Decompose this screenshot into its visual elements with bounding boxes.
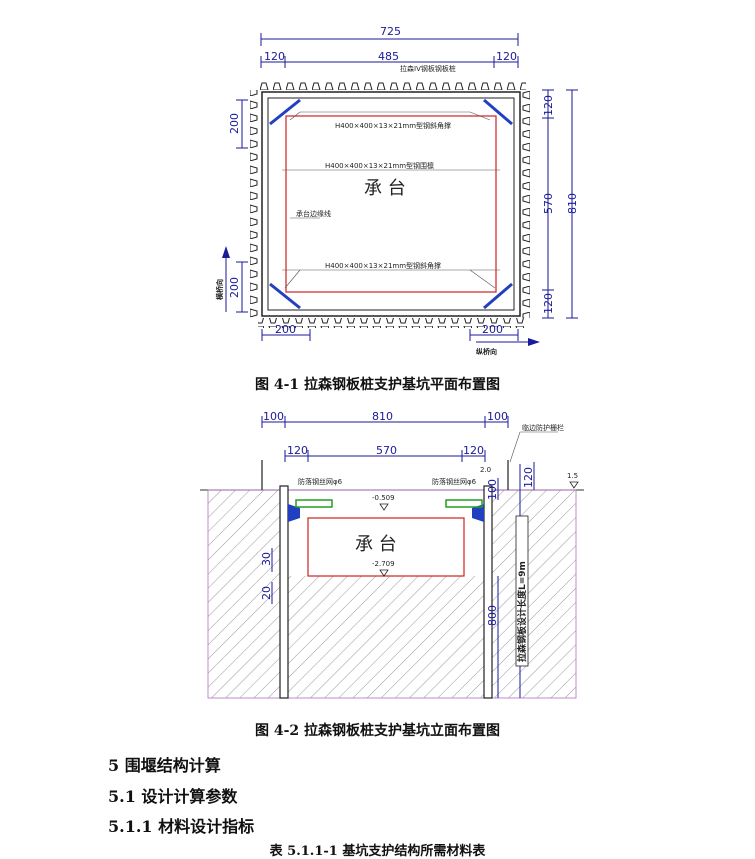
dim-570-right: 570 [542,193,555,214]
elev-dim-100-right: 100 [487,410,508,423]
cap-label-plan: 承 台 [364,178,406,199]
elev-dim-120-right: 120 [463,444,484,457]
pile-teeth-top [258,80,526,90]
pile-teeth-left [250,90,260,318]
pile-teeth-bottom [258,318,526,328]
dim-120-left: 120 [264,50,285,63]
brace-bottom-label: H400×400×13×21mm型钢斜角撑 [325,261,441,270]
pile-teeth-right [520,90,530,318]
elev-dim-800: 800 [486,605,499,626]
elev-dim-120-vert: 120 [522,467,535,488]
net-left-label: 防落钢丝网φ6 [298,477,343,486]
elev-dim-570: 570 [376,444,397,457]
elev-dims-row-2 [284,450,486,462]
elev-dims-row-1 [261,416,509,428]
axis-x-label: 纵桥向 [476,347,497,356]
cap-label-elev: 承 台 [355,534,397,555]
safety-nets [295,499,483,508]
elev-dim-810: 810 [372,410,393,423]
walers [288,504,484,522]
rail-label: 临边防护栅栏 [522,423,564,432]
cap-outline [307,517,465,577]
corner-braces [269,98,513,310]
elev-dim-30: 30 [260,552,273,566]
elev-dim-120-left: 120 [287,444,308,457]
waling [267,97,515,311]
dim-725 [260,33,519,46]
dim-120-right-bottom: 120 [542,293,555,314]
dim-485: 485 [378,50,399,63]
leader-lines [282,111,500,289]
sheet-piles [261,460,509,699]
dim-row-2 [260,56,519,68]
brace-top-label: H400×400×13×21mm型钢斜角撑 [335,121,451,130]
soil [200,489,584,699]
plan-figure: 725 120 485 120 拉森IV钢板钢板桩 H400×400×13×21… [215,25,579,356]
axis-arrows [222,246,540,346]
elev-dim-100-left: 100 [263,410,284,423]
elevation-figure: 100 810 100 120 570 120 临边防护栅栏 防落钢丝网φ6 [200,410,584,699]
table-title: 表 5.1.1-1 基坑支护结构所需材料表 [269,844,486,859]
dim-120-right: 120 [496,50,517,63]
excavation [288,491,484,576]
pile-length-label: 拉森钢板设计长度L=9m [516,561,528,662]
heading-5: 5 围堰结构计算 [108,756,221,775]
bottom-dims [261,329,519,341]
axis-y-label: 横桥向 [215,279,224,300]
heading-5-1-1: 5.1.1 材料设计指标 [108,817,255,836]
dim-200-bottom-right: 200 [482,323,503,336]
heading-5-1: 5.1 设计计算参数 [108,787,238,806]
elev-dim-1-5: 1.5 [567,472,578,480]
elev-dim-20: 20 [260,586,273,600]
elev-dim-100-vert: 100 [486,479,499,500]
cap-edge-label: 承台边缘线 [296,209,331,218]
dim-810-right: 810 [566,193,579,214]
elev-dim-2-0: 2.0 [480,466,491,474]
dim-725-label: 725 [380,25,401,38]
sheet-pile-label: 拉森IV钢板钢板桩 [400,64,456,73]
figure-4-2-caption: 图 4-2 拉森钢板桩支护基坑立面布置图 [254,723,501,739]
waling-label: H400×400×13×21mm型钢围檩 [325,161,434,170]
dim-120-right-top: 120 [542,95,555,116]
dim-200-left-bottom: 200 [228,277,241,298]
cap-edge-line [285,115,497,293]
pile-length-box [515,515,529,667]
pile-wall [261,91,521,317]
net-right-label: 防落钢丝网φ6 [432,477,477,486]
left-dims [236,99,248,313]
right-dims [542,89,578,319]
figure-4-1-caption: 图 4-1 拉森钢板桩支护基坑平面布置图 [254,377,501,393]
elev-bot-label: -2.709 [372,560,395,568]
dim-200-bottom-left: 200 [275,323,296,336]
elev-top-label: -0.509 [372,494,395,502]
dim-200-left-top: 200 [228,113,241,134]
